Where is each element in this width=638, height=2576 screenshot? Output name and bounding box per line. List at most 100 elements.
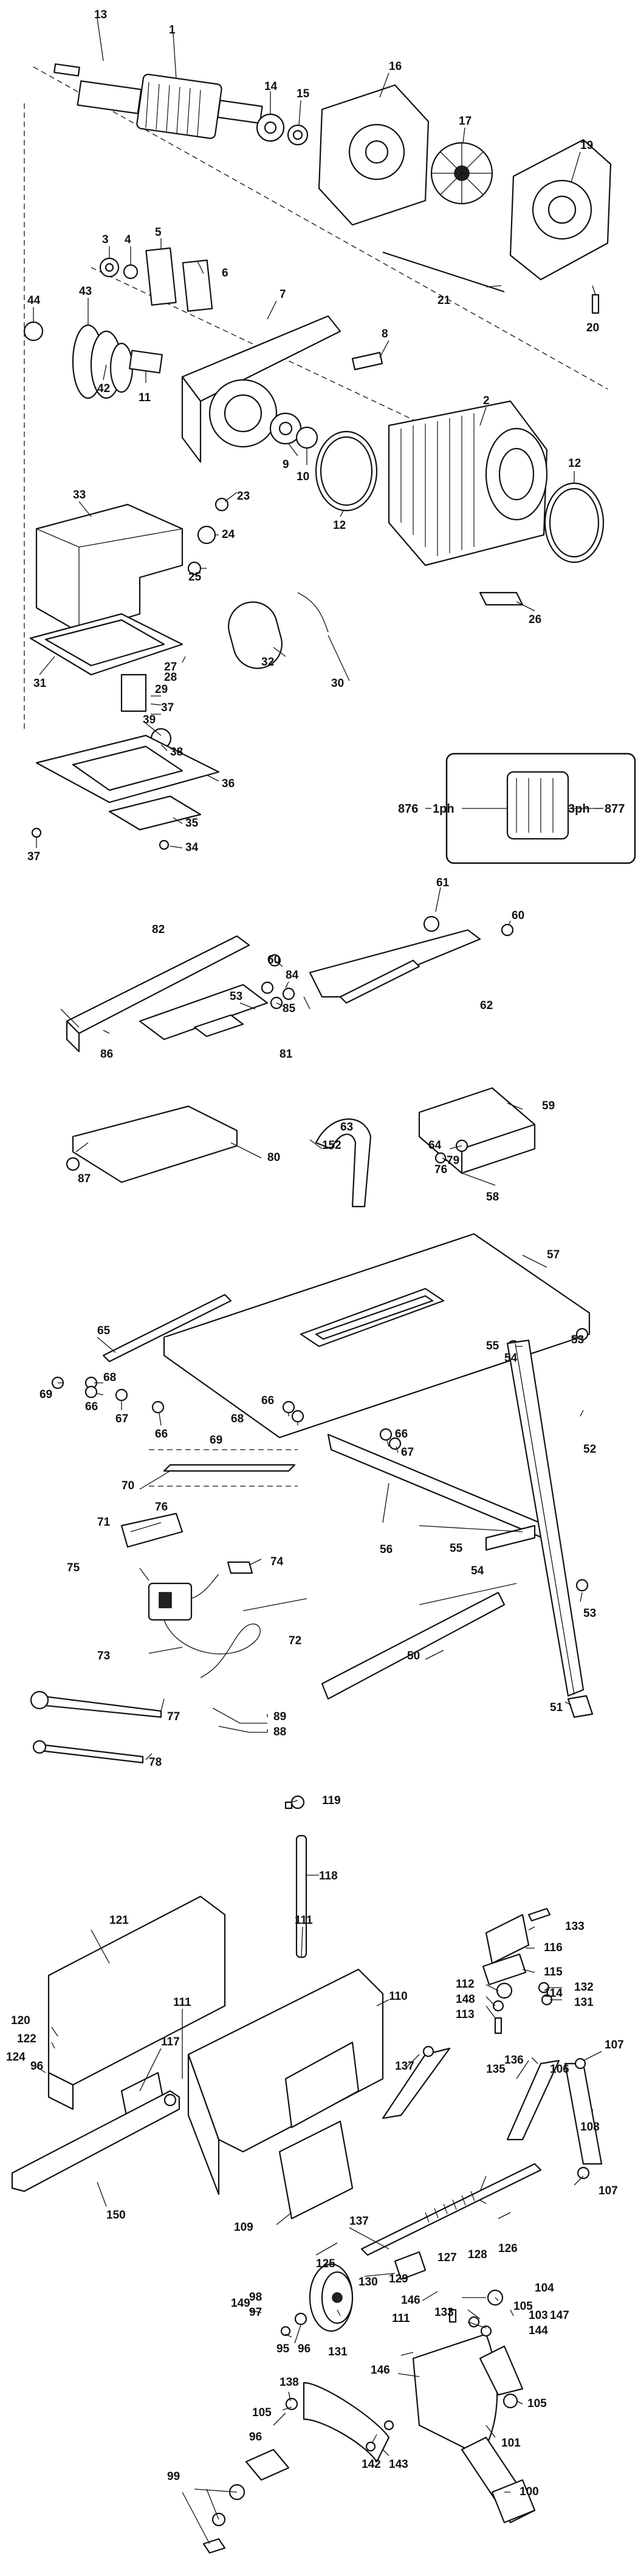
- callout-137: 137: [349, 2215, 369, 2228]
- callout-5: 5: [155, 226, 162, 239]
- cover-plate-109: [278, 2120, 354, 2220]
- spanner: [38, 1695, 162, 1718]
- callout-144: 144: [529, 2324, 548, 2337]
- armature: [53, 63, 263, 139]
- switch-box: [35, 503, 184, 633]
- callout-4: 4: [125, 233, 131, 246]
- callout-105b: 105: [527, 2397, 547, 2410]
- callout-36: 36: [222, 777, 235, 790]
- callout-137b: 137: [395, 2060, 414, 2073]
- callout-69a: 69: [39, 1388, 52, 1401]
- callout-28: 28: [164, 671, 177, 684]
- callout-112: 112: [456, 1978, 475, 1991]
- callout-89: 89: [273, 1710, 286, 1723]
- fence-clamp: [139, 983, 269, 1041]
- callout-1: 1: [169, 24, 176, 36]
- lead-screw: [360, 2163, 542, 2256]
- callout-106: 106: [550, 2063, 569, 2076]
- callout-60a: 60: [512, 909, 524, 922]
- callout-133a: 133: [565, 1920, 585, 1933]
- callout-96a: 96: [30, 2060, 43, 2073]
- brush-holder: [145, 247, 177, 306]
- callout-76: 76: [434, 1163, 447, 1176]
- callout-66c: 66: [261, 1394, 274, 1407]
- pivot-pin: [295, 1834, 307, 1958]
- callout-131a: 131: [574, 1996, 594, 2009]
- riving-knife: [315, 1118, 372, 1208]
- callout-52: 52: [583, 1443, 596, 1456]
- slide-rail: [163, 1464, 296, 1472]
- callout-136: 136: [504, 2054, 524, 2067]
- callout-104: 104: [535, 2282, 554, 2295]
- callout-34: 34: [185, 841, 199, 854]
- tilt-quadrant: [412, 2333, 498, 2457]
- callout-26: 26: [529, 613, 541, 626]
- callout-37a: 37: [161, 701, 174, 714]
- callout-82: 82: [152, 923, 165, 936]
- switch: [120, 673, 147, 712]
- callout-9: 9: [283, 458, 289, 471]
- callout-101: 101: [501, 2437, 521, 2450]
- switch-bracket: [120, 1512, 184, 1548]
- callout-138: 138: [280, 2376, 299, 2389]
- callout-117: 117: [161, 2036, 180, 2048]
- grommet: [197, 525, 216, 545]
- callout-143: 143: [389, 2458, 408, 2471]
- callout-64: 64: [428, 1139, 442, 1152]
- callout-128: 128: [468, 2248, 487, 2261]
- stand-leg: [506, 1339, 585, 1697]
- callout-14: 14: [264, 80, 278, 93]
- callout-96b: 96: [298, 2343, 310, 2355]
- callout-55b: 55: [450, 1542, 463, 1555]
- callout-19: 19: [580, 139, 593, 152]
- callout-63: 63: [340, 1121, 353, 1134]
- callout-126: 126: [498, 2242, 518, 2255]
- callout-66a: 66: [85, 1400, 98, 1413]
- callout-50: 50: [407, 1650, 420, 1662]
- callout-60b: 60: [267, 954, 280, 966]
- callout-57: 57: [547, 1248, 560, 1261]
- callout-51: 51: [550, 1701, 563, 1714]
- callout-27: 27: [164, 661, 177, 673]
- callout-12b: 12: [568, 457, 581, 470]
- callout-86: 86: [100, 1048, 113, 1061]
- callout-35: 35: [185, 817, 199, 830]
- callout-21: 21: [437, 294, 451, 307]
- table-assembly: 61 60 60 85 84 53 62 82 81 86 152 80 87 …: [30, 876, 596, 1769]
- hand-wheel: [309, 2263, 354, 2332]
- tie-rod: [382, 251, 505, 293]
- callout-61: 61: [436, 876, 450, 889]
- callout-73: 73: [97, 1650, 110, 1662]
- callout-84: 84: [286, 969, 299, 982]
- callout-54a: 54: [504, 1352, 518, 1365]
- callout-85: 85: [283, 1002, 296, 1015]
- trunnion: [303, 2381, 390, 2463]
- callout-152: 152: [322, 1139, 341, 1152]
- table-top: [163, 1233, 591, 1439]
- callout-58: 58: [486, 1191, 499, 1204]
- callout-87: 87: [78, 1173, 91, 1185]
- variant-3ph-label: 3ph: [568, 802, 590, 816]
- callout-25: 25: [188, 571, 202, 584]
- callout-37b: 37: [27, 850, 40, 863]
- extension-bar: [102, 1293, 232, 1363]
- callout-71: 71: [97, 1516, 111, 1529]
- callout-114: 114: [544, 1987, 563, 2000]
- lower-rail: [321, 1591, 506, 1700]
- callout-99: 99: [167, 2470, 180, 2483]
- box-spanner: [38, 1743, 144, 1764]
- pulley-nut: [23, 321, 44, 342]
- variant-876-code: 876: [398, 802, 418, 816]
- callout-118: 118: [319, 1870, 338, 1882]
- callout-10: 10: [297, 470, 309, 483]
- key: [129, 350, 163, 374]
- callout-56: 56: [380, 1543, 393, 1556]
- callout-20: 20: [586, 322, 599, 334]
- cover-plate: [108, 795, 202, 831]
- callout-59: 59: [542, 1100, 555, 1112]
- callout-127: 127: [437, 2251, 457, 2264]
- callout-88: 88: [273, 1726, 286, 1738]
- callout-107a: 107: [605, 2039, 624, 2051]
- callout-80: 80: [267, 1151, 280, 1164]
